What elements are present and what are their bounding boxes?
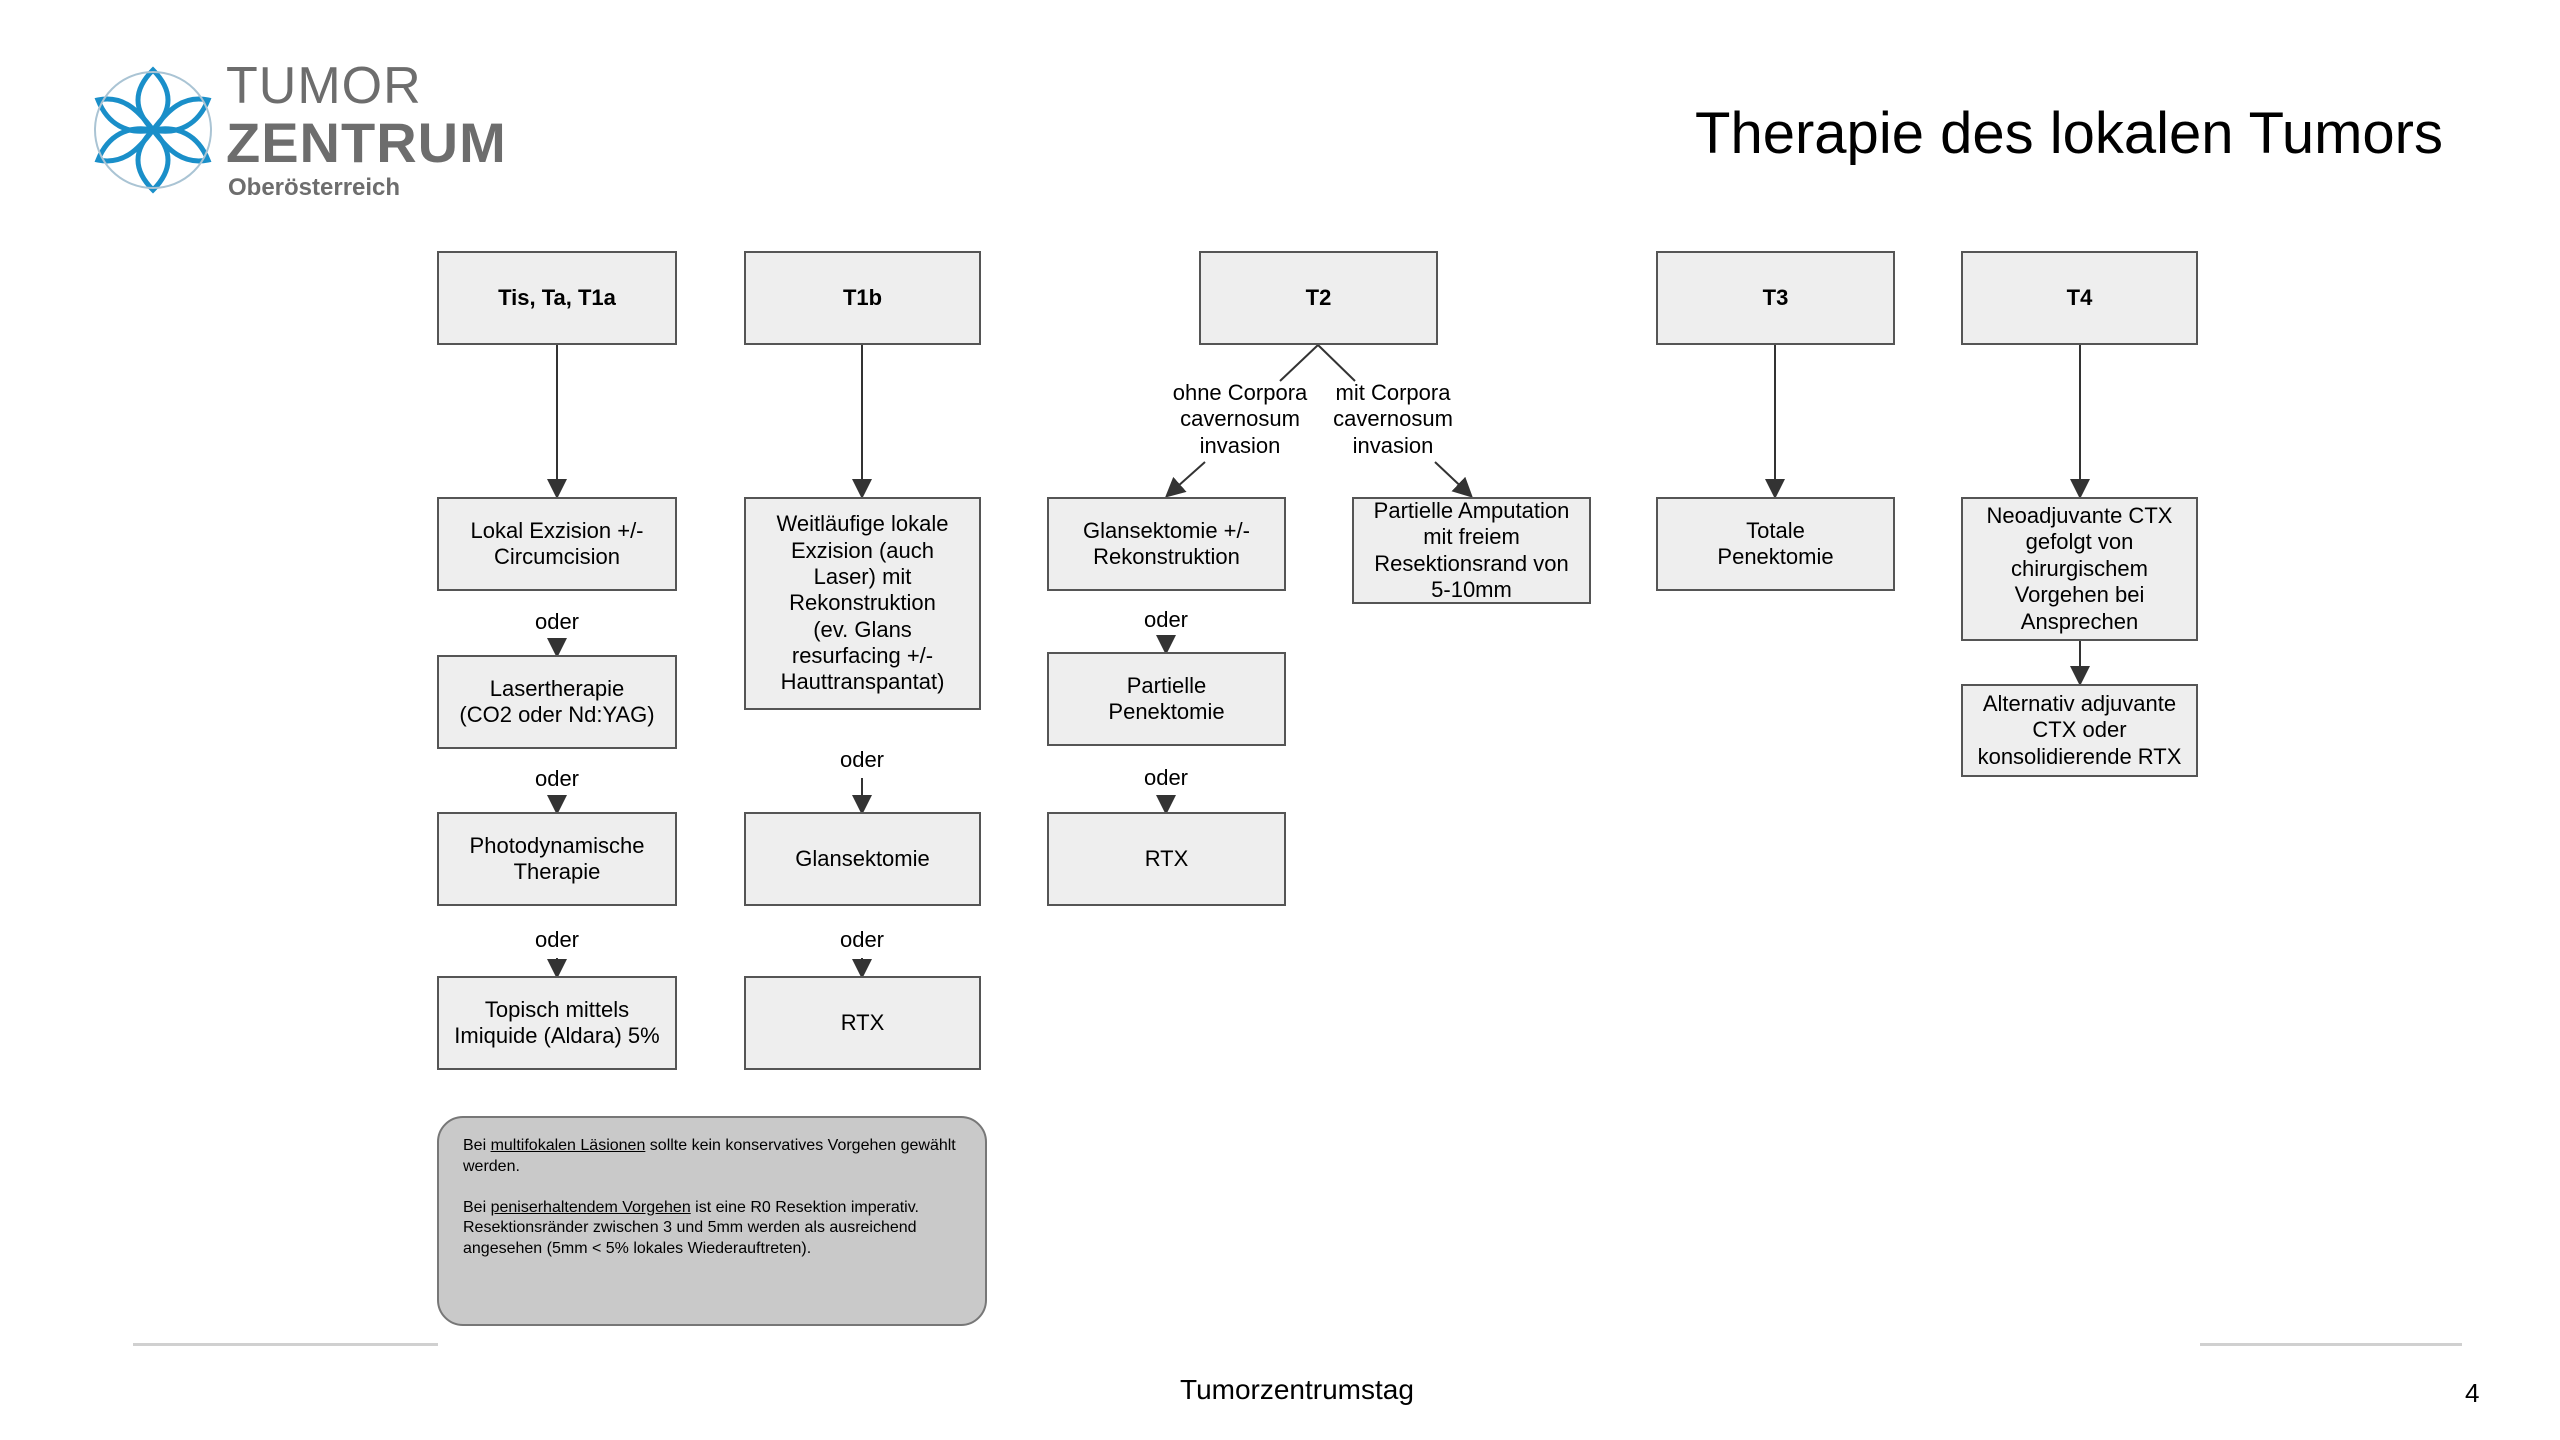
label-oder: oder <box>534 609 580 634</box>
header-tis-ta-t1a: Tis, Ta, T1a <box>437 251 677 345</box>
logo-text-zentrum: ZENTRUM <box>226 111 507 174</box>
box-photodynamische-therapie: Photodynamische Therapie <box>437 812 677 906</box>
label-oder: oder <box>1143 765 1189 790</box>
arrow-t2-to-left-label <box>1279 344 1319 382</box>
note-resektionsraender: Resektionsränder zwischen 3 und 5mm werd… <box>463 1219 917 1258</box>
header-t4: T4 <box>1961 251 2198 345</box>
box-partielle-penektomie: Partielle Penektomie <box>1047 652 1286 746</box>
label-oder: oder <box>534 766 580 791</box>
slide-title: Therapie des lokalen Tumors <box>1695 101 2443 166</box>
box-neoadjuvante-ctx: Neoadjuvante CTX gefolgt von chirurgisch… <box>1961 497 2198 641</box>
label-ohne-corpora-cavernosum-invasion: ohne Corpora cavernosum invasion <box>1172 380 1308 458</box>
header-t2: T2 <box>1199 251 1438 345</box>
box-totale-penektomie: Totale Penektomie <box>1656 497 1895 591</box>
logo-text-region: Oberösterreich <box>228 174 401 201</box>
footer-text: Tumorzentrumstag <box>1180 1374 1414 1405</box>
box-partielle-amputation: Partielle Amputation mit freiem Resektio… <box>1352 497 1591 604</box>
box-topisch-imiquide: Topisch mittels Imiquide (Aldara) 5% <box>437 976 677 1070</box>
note-multifokal: Bei multifokalen Läsionen sollte kein ko… <box>463 1137 956 1175</box>
logo: TUMOR ZENTRUM Oberösterreich <box>80 50 520 210</box>
label-oder: oder <box>839 927 885 952</box>
header-t3: T3 <box>1656 251 1895 345</box>
arrow-t2-to-right-label <box>1317 344 1356 382</box>
note-box: Bei multifokalen Läsionen sollte kein ko… <box>437 1116 987 1326</box>
arrow-left-label-to-glansektomie <box>1165 461 1206 498</box>
note-peniserhaltend: Bei peniserhaltendem Vorgehen ist eine R… <box>463 1198 919 1216</box>
header-t1b: T1b <box>744 251 981 345</box>
page-number: 4 <box>2465 1378 2480 1408</box>
label-oder: oder <box>1143 607 1189 632</box>
footer-divider-left <box>133 1343 438 1346</box>
box-lasertherapie: Lasertherapie (CO2 oder Nd:YAG) <box>437 655 677 749</box>
label-oder: oder <box>534 927 580 952</box>
box-rtx: RTX <box>744 976 981 1070</box>
arrow-right-label-to-amputation <box>1434 461 1473 498</box>
label-oder: oder <box>839 747 885 772</box>
box-alternativ-adjuvante-ctx: Alternativ adjuvante CTX oder konsolidie… <box>1961 684 2198 777</box>
box-weitlaeufige-exzision: Weitläufige lokale Exzision (auch Laser)… <box>744 497 981 710</box>
label-mit-corpora-cavernosum-invasion: mit Corpora cavernosum invasion <box>1333 380 1453 458</box>
flower-logo-icon <box>94 66 212 194</box>
box-glansektomie-rekonstruktion: Glansektomie +/- Rekonstruktion <box>1047 497 1286 591</box>
footer-divider-right <box>2200 1343 2462 1346</box>
box-lokal-exzision: Lokal Exzision +/- Circumcision <box>437 497 677 591</box>
logo-text-tumor: TUMOR <box>226 57 422 115</box>
box-glansektomie: Glansektomie <box>744 812 981 906</box>
box-rtx: RTX <box>1047 812 1286 906</box>
